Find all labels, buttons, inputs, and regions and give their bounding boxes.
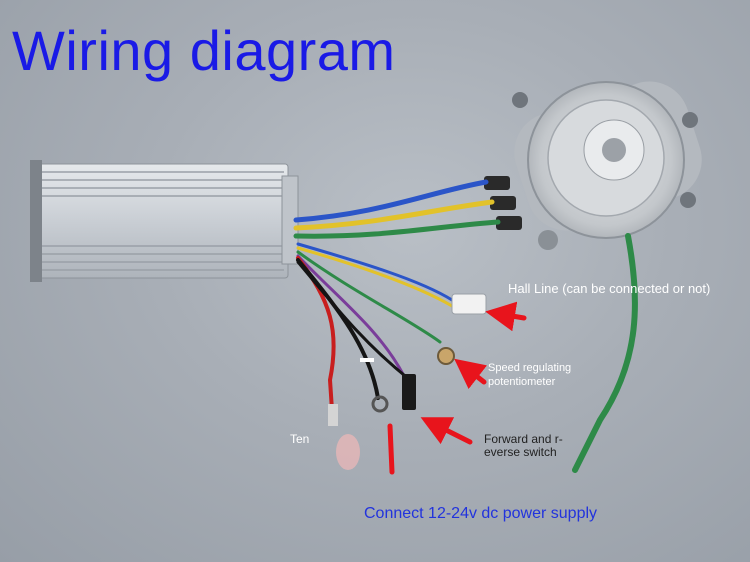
signal-wires <box>296 242 454 412</box>
red-blur <box>336 434 360 470</box>
switch-connector <box>402 374 416 410</box>
power-supply-label: Connect 12-24v dc power supply <box>364 505 598 522</box>
forward-reverse-label: Forward and r-everse switch <box>484 432 563 459</box>
negative-marker <box>360 358 374 362</box>
red-arrows <box>387 301 527 475</box>
potentiometer-icon <box>437 347 455 365</box>
hall-line-label: Hall Line (can be connected or not) <box>508 281 711 296</box>
ten-label: Ten <box>290 432 310 446</box>
phase-terminals <box>484 176 522 230</box>
hall-cable <box>572 233 638 473</box>
page-title: Wiring diagram <box>12 19 396 82</box>
speed-pot-label: Speed regulating potentiometer <box>488 362 572 388</box>
motor <box>512 81 702 250</box>
hall-connector <box>451 293 487 315</box>
phase-wires <box>293 179 501 239</box>
motor-controller-box <box>30 160 299 282</box>
red-terminal <box>328 404 338 426</box>
ring-terminal <box>371 395 389 413</box>
